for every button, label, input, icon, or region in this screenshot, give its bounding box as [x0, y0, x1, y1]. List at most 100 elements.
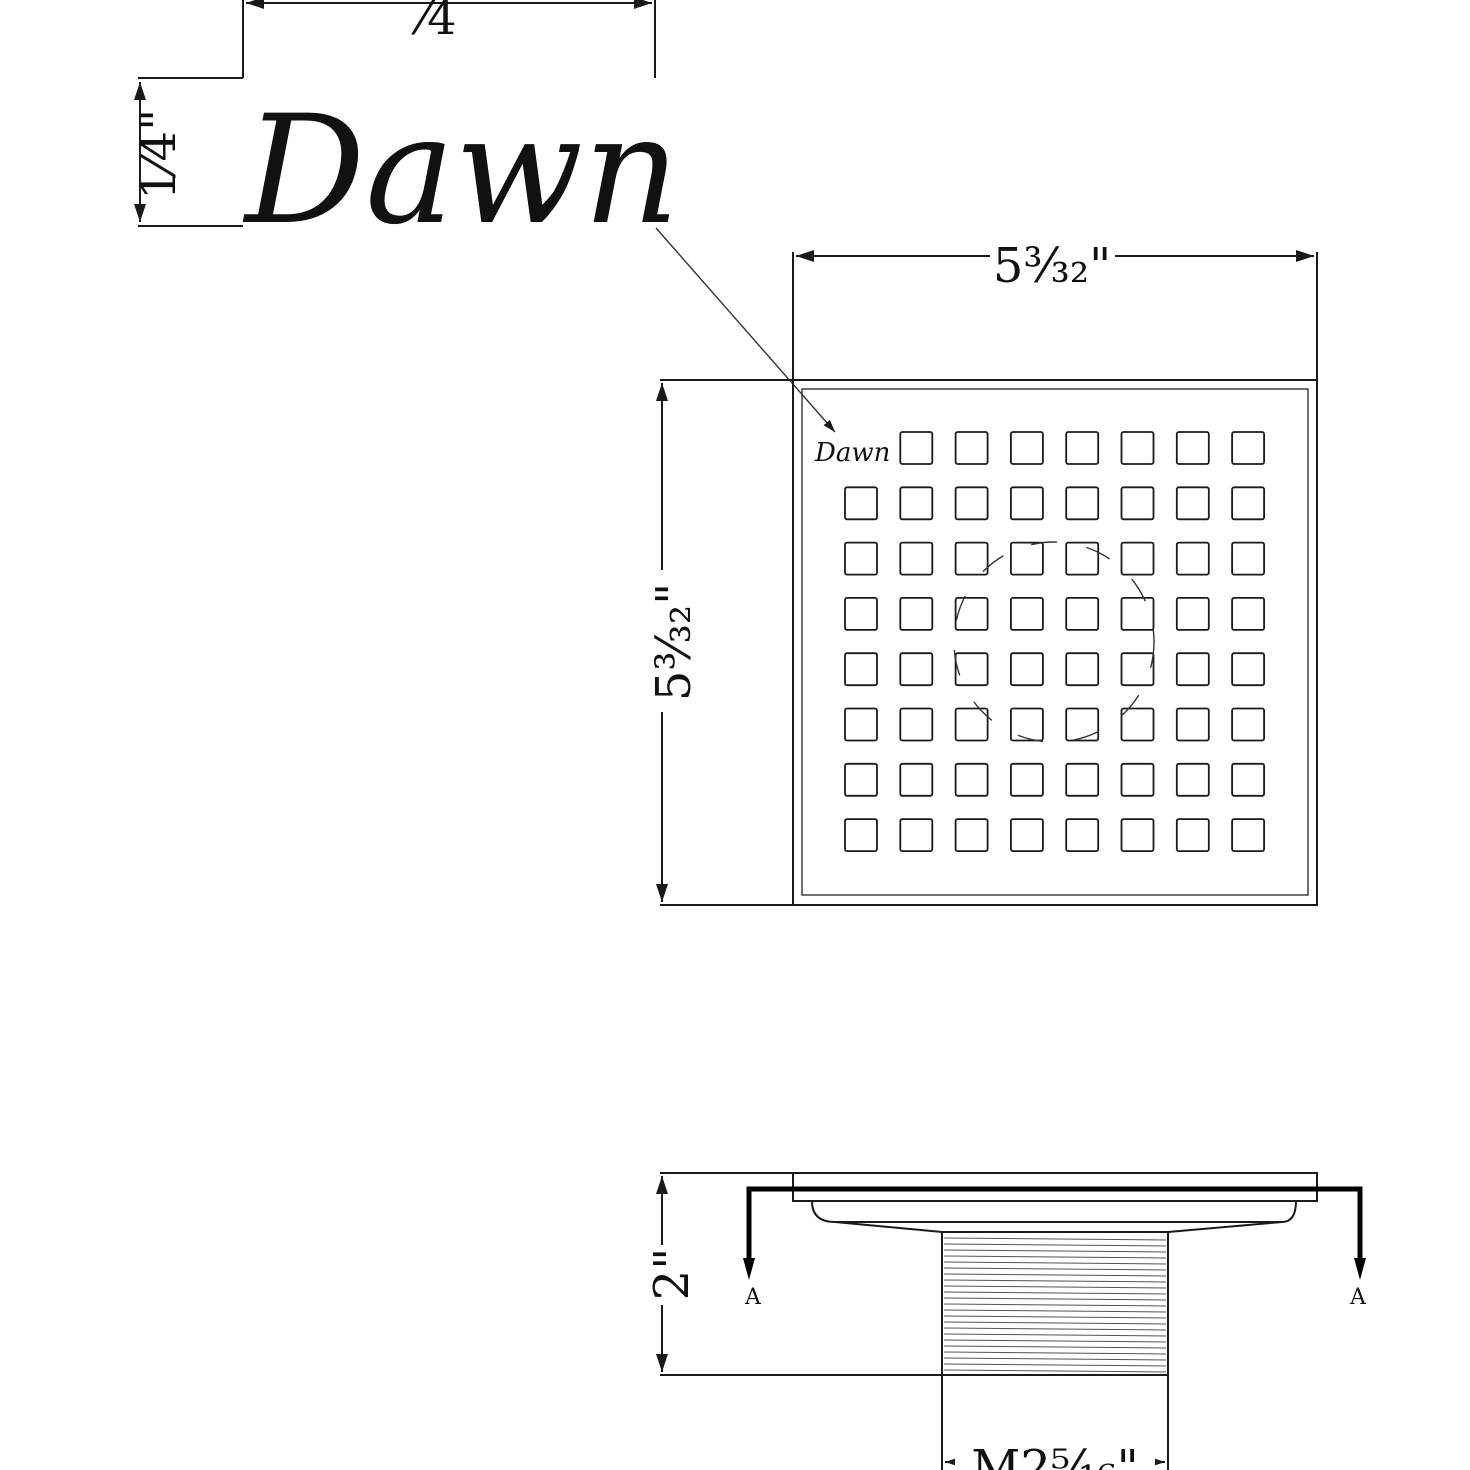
grate-slot — [1120, 597, 1155, 631]
section-arrow-right — [1354, 1258, 1366, 1280]
thread-line — [943, 1279, 1167, 1283]
grate-slot — [844, 486, 878, 521]
grate-inner-frame — [801, 388, 1309, 896]
grate-slot — [899, 762, 934, 797]
grate-slot — [1065, 597, 1100, 631]
thread-line — [943, 1309, 1167, 1313]
dawn-logo: Dawn — [242, 84, 680, 258]
grate-slot — [1120, 707, 1155, 742]
grate-slot — [1065, 652, 1100, 687]
thread-line — [943, 1273, 1167, 1277]
thread-line — [943, 1297, 1167, 1301]
grate-slot — [954, 431, 989, 465]
top-width-label: 5³⁄₃₂" — [993, 238, 1111, 294]
side-view: A A 2" M2⁵⁄₁₆" — [644, 1172, 1367, 1470]
logo-width-label: ⁄4 — [411, 0, 457, 45]
grate-slot — [1065, 762, 1100, 797]
grate-slot — [899, 818, 934, 852]
slot-grid — [844, 431, 1265, 852]
grate-slot — [954, 597, 989, 631]
section-arrow-left — [743, 1258, 755, 1280]
grate-outer-frame — [792, 379, 1318, 906]
grate-slot — [899, 431, 934, 465]
grate-slot — [1065, 541, 1100, 576]
grate-slot — [1175, 652, 1210, 687]
drain-body-underside — [834, 1221, 943, 1233]
grate-slot — [899, 652, 934, 687]
grate-slot — [1065, 707, 1100, 742]
grate-slot — [1175, 762, 1210, 797]
section-right-label: A — [1349, 1285, 1367, 1310]
top-height-label: 5³⁄₃₂" — [646, 583, 702, 701]
grate-slot — [1010, 541, 1044, 576]
section-left-label: A — [744, 1285, 762, 1310]
section-line-a-a — [746, 1186, 1363, 1262]
grate-slot — [899, 486, 934, 521]
thread-line — [943, 1255, 1167, 1259]
top-view: 5³⁄₃₂" 5³⁄₃₂" Dawn — [646, 238, 1318, 906]
grate-slot — [1065, 431, 1100, 465]
thread-line — [943, 1357, 1167, 1361]
grate-slot — [1231, 597, 1265, 631]
grate-slot — [1175, 541, 1210, 576]
grate-slot — [1175, 597, 1210, 631]
grate-slot — [954, 762, 989, 797]
thread-line — [943, 1333, 1167, 1337]
grate-slot — [1175, 818, 1210, 852]
grate-slot — [1010, 707, 1044, 742]
grate-slot — [1175, 486, 1210, 521]
thread-line — [943, 1363, 1167, 1367]
grate-slot — [954, 818, 989, 852]
thread-line — [943, 1327, 1167, 1331]
grate-slot — [1065, 818, 1100, 852]
grate-slot — [1010, 818, 1044, 852]
grate-slot — [1231, 707, 1265, 742]
grate-slot — [1010, 431, 1044, 465]
drain-body-bowl — [811, 1200, 1297, 1223]
thread-line — [943, 1369, 1167, 1373]
grate-slot — [1231, 541, 1265, 576]
grate-slot — [899, 597, 934, 631]
thread-line — [943, 1315, 1167, 1319]
grate-slot — [954, 652, 989, 687]
thread-line — [943, 1345, 1167, 1349]
grate-slot — [844, 818, 878, 852]
thread-label-bg — [955, 1425, 1155, 1470]
grate-slot — [1175, 431, 1210, 465]
logo-detail: ⁄4 1⁄4" Dawn — [131, 0, 836, 433]
thread-line — [943, 1291, 1167, 1295]
grate-slot — [954, 707, 989, 742]
grate-slot — [1231, 652, 1265, 687]
grate-slot — [899, 541, 934, 576]
grate-slot — [1120, 762, 1155, 797]
hidden-drain-circle — [953, 541, 1155, 743]
thread-label: M2⁵⁄₁₆" — [971, 1440, 1139, 1470]
grate-slot — [954, 541, 989, 576]
grate-slot — [844, 707, 878, 742]
grate-slot — [899, 707, 934, 742]
grate-slot — [1010, 652, 1044, 687]
logo-leader-line — [655, 227, 836, 433]
drain-body-underside-r — [1167, 1221, 1283, 1233]
grate-slot — [1120, 431, 1155, 465]
grate-slot — [954, 486, 989, 521]
grate-slot — [1231, 762, 1265, 797]
thread-line — [943, 1285, 1167, 1289]
grate-slot — [1065, 486, 1100, 521]
thread-line — [943, 1243, 1167, 1247]
grate-slot — [844, 597, 878, 631]
threaded-pipe — [941, 1231, 1169, 1376]
grate-slot — [1120, 652, 1155, 687]
thread-line — [943, 1261, 1167, 1265]
grate-slot — [1175, 707, 1210, 742]
pipe-threads — [943, 1237, 1167, 1373]
grate-slot — [844, 652, 878, 687]
grate-slot — [1231, 818, 1265, 852]
thread-line — [943, 1237, 1167, 1241]
logo-height-label: 1⁄4" — [131, 109, 187, 200]
thread-line — [943, 1249, 1167, 1253]
grate-slot — [1120, 818, 1155, 852]
grate-slot — [1010, 597, 1044, 631]
thread-line — [943, 1339, 1167, 1343]
